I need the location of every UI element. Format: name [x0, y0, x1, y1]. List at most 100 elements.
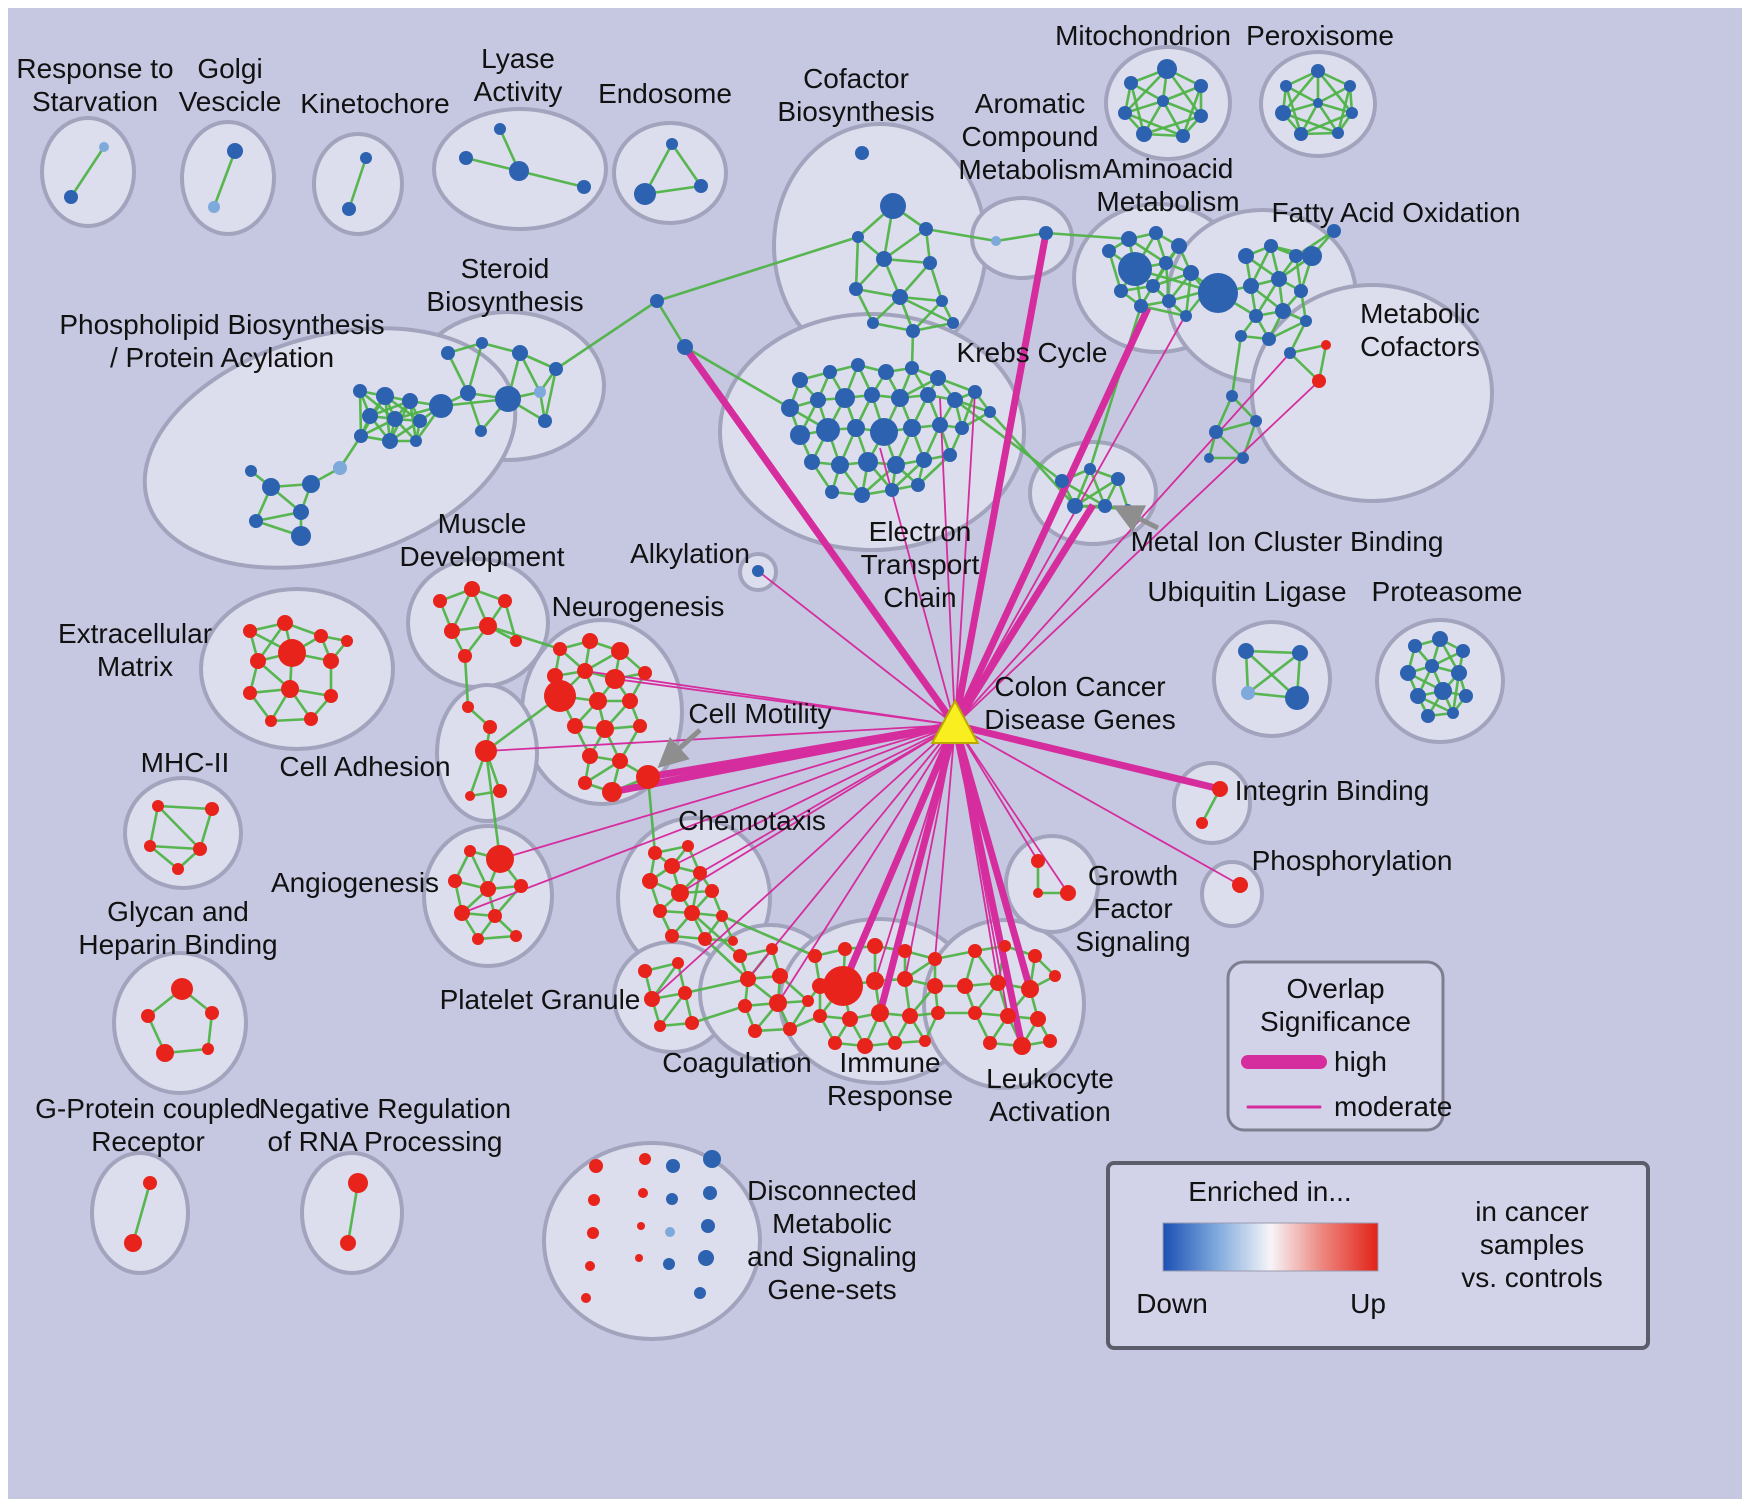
- node-extracellular-matrix: [341, 635, 353, 647]
- overlap-edge-high: [951, 306, 1152, 727]
- cluster-ellipse-extracellular-matrix: [199, 587, 395, 751]
- node-disconnected-gene-sets: [666, 1159, 680, 1173]
- node-leukocyte-activation: [1030, 1011, 1046, 1027]
- node-electron-transport-chain: [864, 387, 880, 403]
- node-fatty-acid-oxidation: [1235, 330, 1247, 342]
- node-glycan-heparin-binding: [141, 1009, 155, 1023]
- node-phospholipid-biosynthesis: [333, 461, 347, 475]
- node-platelet-granule: [644, 991, 660, 1007]
- node-electron-transport-chain: [920, 387, 936, 403]
- cross-cluster-edge: [691, 1004, 746, 1025]
- node-cofactor-biosynthesis: [892, 289, 908, 305]
- node-mhc-ii: [205, 802, 219, 816]
- cross-cluster-edge: [691, 912, 741, 957]
- node-leukocyte-activation: [968, 944, 982, 958]
- node-neurogenesis: [582, 633, 598, 649]
- label-cell-adhesion: Cell Adhesion: [279, 751, 450, 782]
- node-leukocyte-activation: [1000, 1008, 1016, 1024]
- node-electron-transport-chain: [878, 364, 894, 380]
- node-electron-transport-chain: [816, 418, 840, 442]
- node-mitochondrion: [1194, 109, 1208, 123]
- edge-aminoacid-metabolism: [1140, 304, 1187, 318]
- label-angiogenesis: Angiogenesis: [271, 867, 439, 898]
- edge-peroxisome: [1285, 84, 1319, 105]
- node-metabolic-cofactors: [1250, 415, 1262, 427]
- pointer-arrow: [1112, 505, 1160, 533]
- node-chemotaxis: [642, 873, 658, 889]
- node-electron-transport-chain: [835, 388, 855, 408]
- node-metal-ion-cluster-binding: [1067, 498, 1083, 514]
- node-leukocyte-activation: [1043, 1034, 1057, 1048]
- node-electron-transport-chain: [851, 358, 865, 372]
- node-phospholipid-biosynthesis: [302, 475, 320, 493]
- node-mhc-ii: [144, 840, 156, 852]
- node-negative-regulation-rna-processing: [340, 1235, 356, 1251]
- node-fatty-acid-oxidation: [1262, 332, 1276, 346]
- node-extracellular-matrix: [281, 680, 299, 698]
- node-immune-response: [828, 1036, 842, 1050]
- node-platelet-granule: [685, 1016, 699, 1030]
- node-electron-transport-chain: [858, 452, 878, 472]
- overlap-edge-moderate: [954, 391, 976, 726]
- node-peroxisome: [1280, 80, 1292, 92]
- overlap-edge-high: [954, 721, 1221, 793]
- node-neurogenesis: [547, 668, 563, 684]
- node-immune-response: [919, 1035, 931, 1047]
- pointer-arrow: [657, 728, 702, 769]
- edge-ubiquitin-ligase: [1247, 651, 1301, 695]
- edge-angiogenesis: [477, 934, 517, 941]
- node-electron-transport-chain: [911, 478, 925, 492]
- node-mitochondrion: [1157, 59, 1177, 79]
- node-peroxisome: [1344, 80, 1356, 92]
- node-neurogenesis: [636, 765, 660, 789]
- node-phospholipid-biosynthesis: [362, 408, 378, 424]
- node-electron-transport-chain: [823, 365, 837, 379]
- node-disconnected-gene-sets: [701, 1219, 715, 1233]
- label-krebs-cycle: Krebs Cycle: [957, 337, 1108, 368]
- cluster-ellipse-golgi-vescicle: [180, 120, 276, 236]
- node-chemotaxis: [684, 905, 700, 921]
- node-neurogenesis: [638, 666, 652, 680]
- label-proteasome: Proteasome: [1372, 576, 1523, 607]
- enriched-legend-title: Enriched in...: [1188, 1176, 1351, 1207]
- node-electron-transport-chain: [955, 421, 969, 435]
- edge-mitochondrion: [1181, 85, 1203, 137]
- node-neurogenesis: [622, 693, 638, 709]
- label-alkylation: Alkylation: [630, 538, 750, 569]
- node-golgi-vescicle: [208, 201, 220, 213]
- edge-cofactor-biosynthesis: [883, 227, 927, 261]
- node-electron-transport-chain: [930, 370, 946, 386]
- cluster-ellipse-endosome: [612, 121, 728, 225]
- cross-cluster-edge: [1045, 231, 1130, 241]
- enriched-up-label: Up: [1350, 1288, 1386, 1319]
- node-metabolic-cofactors: [1226, 390, 1238, 402]
- overlap-edge-moderate: [954, 724, 1241, 886]
- node-leukocyte-activation: [983, 1036, 997, 1050]
- node-immune-response: [813, 1009, 827, 1023]
- node-growth-factor-signaling: [1031, 854, 1045, 868]
- node-steroid-biosynthesis: [538, 414, 552, 428]
- node-disconnected-gene-sets: [665, 1227, 675, 1237]
- edge-negative-regulation-rna-processing: [346, 1182, 360, 1244]
- node-immune-response: [897, 971, 913, 987]
- node-muscle-development: [479, 617, 497, 635]
- overlap-edge-moderate: [954, 724, 1069, 894]
- node-disconnected-gene-sets: [666, 1193, 678, 1205]
- edge-ubiquitin-ligase: [1245, 649, 1301, 655]
- node-phospholipid-biosynthesis: [376, 387, 394, 405]
- node-peroxisome: [1275, 105, 1291, 121]
- cross-cluster-edge: [684, 345, 791, 410]
- node-endosome: [694, 179, 708, 193]
- node-endosome: [666, 138, 678, 150]
- node-phospholipid-biosynthesis: [293, 504, 309, 520]
- label-platelet-granule: Platelet Granule: [440, 984, 641, 1015]
- node-disconnected-gene-sets: [639, 1153, 651, 1165]
- node-metal-ion-cluster-binding: [1084, 463, 1096, 475]
- node-fatty-acid-oxidation: [1271, 271, 1287, 287]
